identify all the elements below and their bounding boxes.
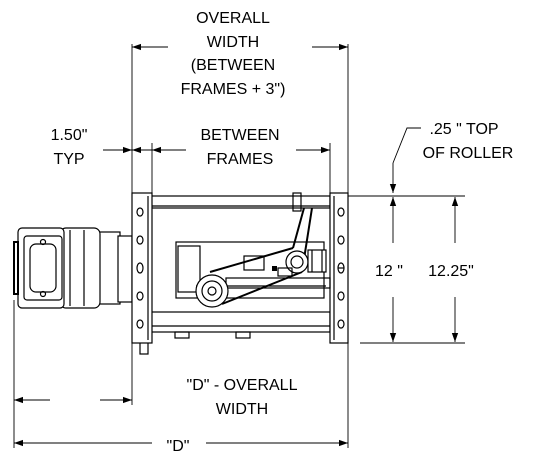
overall-width-line-4: FRAMES + 3") [181,81,286,98]
between-frames-line-2: FRAMES [207,151,274,168]
top-roller-line-1: .25 " TOP [429,121,498,138]
d-overall-line-1: "D" - OVERALL [187,377,298,394]
top-roller-line-2: OF ROLLER [423,145,514,162]
top-of-roller-label: .25 " TOP OF ROLLER [423,121,514,162]
between-frames-line-1: BETWEEN [200,127,279,144]
height-dimensions [332,195,465,344]
drive-assembly [175,207,331,308]
height-1225-label: 12.25" [428,263,474,280]
overall-width-line-2: WIDTH [207,34,259,51]
typ-line-1: 1.50" [51,127,88,144]
d-overall-width-dimension [13,300,349,448]
typ-line-2: TYP [53,151,84,168]
d-overall-width-label: "D" - OVERALL WIDTH [187,377,298,418]
overall-width-line-1: OVERALL [196,10,270,27]
between-frames-label: BETWEEN FRAMES [200,127,279,168]
overall-width-line-3: (BETWEEN [191,57,275,74]
top-of-roller-dimension [389,127,421,193]
conveyor-frame [131,192,349,355]
between-frames-dimension [151,143,331,193]
typ-label: 1.50" TYP [51,127,88,168]
overall-width-dimension [131,43,349,193]
overall-width-label: OVERALL WIDTH (BETWEEN FRAMES + 3") [181,10,286,98]
d-overall-line-2: WIDTH [216,401,268,418]
height-12-label: 12 " [375,263,403,280]
drive-motor [13,227,133,309]
d-total-label: "D" [167,438,190,455]
